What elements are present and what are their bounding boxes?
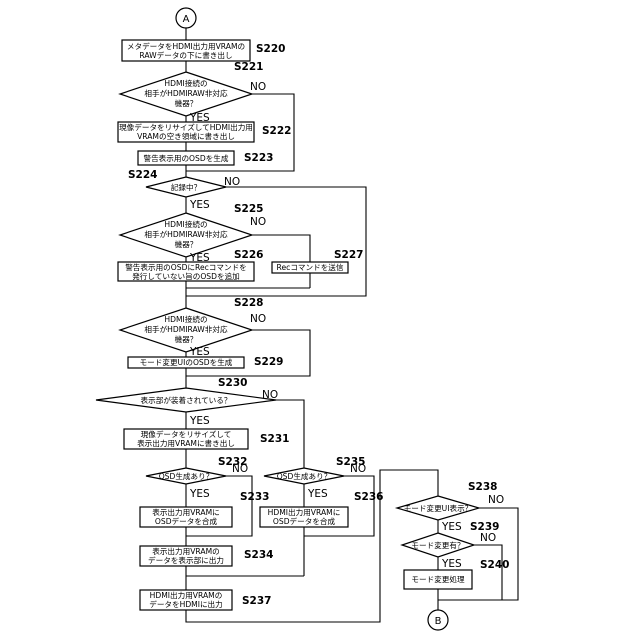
no-label: NO xyxy=(350,463,366,475)
no-label: NO xyxy=(250,313,266,325)
svg-text:表示部が装着されている？: 表示部が装着されている？ xyxy=(141,395,232,405)
yes-label: YES xyxy=(441,521,462,533)
step-s236: HDMI出力用VRAMに OSDデータを合成 xyxy=(260,507,348,527)
no-label: NO xyxy=(488,494,504,506)
label-s221: S221 xyxy=(234,61,263,73)
svg-text:相手がHDMIRAW非対応: 相手がHDMIRAW非対応 xyxy=(144,324,228,334)
step-s240: モード変更処理 xyxy=(404,570,472,589)
step-s229: モード変更UIのOSDを生成 xyxy=(128,357,244,368)
no-label: NO xyxy=(480,532,496,544)
svg-text:モード変更UI表示？: モード変更UI表示？ xyxy=(404,503,473,513)
label-s229: S229 xyxy=(254,356,283,368)
label-s226: S226 xyxy=(234,249,263,261)
decision-s224: 記録中？ xyxy=(146,177,226,197)
label-s228: S228 xyxy=(234,297,263,309)
decision-s225: HDMI接続の 相手がHDMIRAW非対応 機器？ xyxy=(120,213,252,257)
label-s237: S237 xyxy=(242,595,271,607)
svg-text:メタデータをHDMI出力用VRAMの: メタデータをHDMI出力用VRAMの xyxy=(127,41,245,51)
yes-label: YES xyxy=(189,488,210,500)
svg-text:OSD生成あり？: OSD生成あり？ xyxy=(277,471,332,481)
svg-text:現像データをリサイズしてHDMI出力用: 現像データをリサイズしてHDMI出力用 xyxy=(119,122,253,132)
svg-text:モード変更有？: モード変更有？ xyxy=(411,540,464,550)
yes-label: YES xyxy=(189,415,210,427)
svg-text:データをHDMIに出力: データをHDMIに出力 xyxy=(149,599,223,609)
svg-text:表示出力用VRAMに書き出し: 表示出力用VRAMに書き出し xyxy=(137,438,235,448)
svg-text:警告表示用のOSDにRecコマンドを: 警告表示用のOSDにRecコマンドを xyxy=(125,262,247,272)
step-s222: 現像データをリサイズしてHDMI出力用 VRAMの空き領域に書き出し xyxy=(118,122,254,142)
step-s234: 表示出力用VRAMの データを表示部に出力 xyxy=(140,546,232,566)
yes-label: YES xyxy=(189,346,210,358)
step-s227: Recコマンドを送信 xyxy=(272,262,348,273)
label-s225: S225 xyxy=(234,203,263,215)
label-s233: S233 xyxy=(240,491,269,503)
svg-text:モード変更処理: モード変更処理 xyxy=(411,574,465,584)
no-label: NO xyxy=(250,216,266,228)
svg-text:相手がHDMIRAW非対応: 相手がHDMIRAW非対応 xyxy=(144,88,228,98)
svg-text:現像データをリサイズして: 現像データをリサイズして xyxy=(141,429,232,439)
decision-s221: HDMI接続の 相手がHDMIRAW非対応 機器？ xyxy=(120,72,252,116)
decision-s239: モード変更有？ xyxy=(402,533,474,557)
label-s220: S220 xyxy=(256,43,285,55)
no-label: NO xyxy=(262,389,278,401)
label-s224: S224 xyxy=(128,169,157,181)
no-label: NO xyxy=(250,81,266,93)
svg-text:VRAMの空き領域に書き出し: VRAMの空き領域に書き出し xyxy=(137,131,235,141)
svg-text:HDMI出力用VRAMに: HDMI出力用VRAMに xyxy=(268,507,341,517)
svg-text:HDMI接続の: HDMI接続の xyxy=(164,78,207,88)
svg-text:HDMI接続の: HDMI接続の xyxy=(164,314,207,324)
svg-text:機器？: 機器？ xyxy=(175,98,198,108)
yes-label: YES xyxy=(307,488,328,500)
svg-text:記録中？: 記録中？ xyxy=(171,182,201,192)
end-connector: B xyxy=(428,610,448,630)
label-s231: S231 xyxy=(260,433,289,445)
svg-text:RAWデータの下に書き出し: RAWデータの下に書き出し xyxy=(139,50,232,60)
svg-text:機器？: 機器？ xyxy=(175,334,198,344)
step-s220: メタデータをHDMI出力用VRAMの RAWデータの下に書き出し xyxy=(122,40,250,61)
decision-s232: OSD生成あり？ xyxy=(146,468,226,484)
decision-s230: 表示部が装着されている？ xyxy=(96,388,276,412)
svg-text:HDMI出力用VRAMの: HDMI出力用VRAMの xyxy=(150,590,223,600)
no-label: NO xyxy=(232,463,248,475)
step-s237: HDMI出力用VRAMの データをHDMIに出力 xyxy=(140,590,232,610)
svg-text:Recコマンドを送信: Recコマンドを送信 xyxy=(277,262,344,272)
step-s223: 警告表示用のOSDを生成 xyxy=(138,151,234,165)
svg-text:発行していない旨のOSDを追加: 発行していない旨のOSDを追加 xyxy=(132,271,240,281)
label-s222: S222 xyxy=(262,125,291,137)
label-s234: S234 xyxy=(244,549,273,561)
svg-text:相手がHDMIRAW非対応: 相手がHDMIRAW非対応 xyxy=(144,229,228,239)
step-s233: 表示出力用VRAMに OSDデータを合成 xyxy=(140,507,232,527)
svg-text:表示出力用VRAMに: 表示出力用VRAMに xyxy=(152,507,219,517)
step-s226: 警告表示用のOSDにRecコマンドを 発行していない旨のOSDを追加 xyxy=(118,262,254,281)
decision-s235: OSD生成あり？ xyxy=(264,468,344,484)
svg-text:OSD生成あり？: OSD生成あり？ xyxy=(159,471,214,481)
decision-s228: HDMI接続の 相手がHDMIRAW非対応 機器？ xyxy=(120,308,252,352)
svg-text:モード変更UIのOSDを生成: モード変更UIのOSDを生成 xyxy=(140,357,233,367)
svg-text:OSDデータを合成: OSDデータを合成 xyxy=(273,516,336,526)
label-s227: S227 xyxy=(334,249,363,261)
svg-text:HDMI接続の: HDMI接続の xyxy=(164,219,207,229)
no-label: NO xyxy=(224,176,240,188)
label-s238: S238 xyxy=(468,481,497,493)
end-connector-label: B xyxy=(435,616,442,627)
yes-label: YES xyxy=(189,252,210,264)
start-connector: A xyxy=(176,8,196,28)
label-s230: S230 xyxy=(218,377,247,389)
svg-text:機器？: 機器？ xyxy=(175,239,198,249)
svg-text:データを表示部に出力: データを表示部に出力 xyxy=(148,555,224,565)
label-s223: S223 xyxy=(244,152,273,164)
yes-label: YES xyxy=(189,112,210,124)
svg-text:OSDデータを合成: OSDデータを合成 xyxy=(155,516,218,526)
yes-label: YES xyxy=(441,558,462,570)
step-s231: 現像データをリサイズして 表示出力用VRAMに書き出し xyxy=(124,429,248,449)
label-s240: S240 xyxy=(480,559,509,571)
label-s236: S236 xyxy=(354,491,383,503)
svg-text:表示出力用VRAMの: 表示出力用VRAMの xyxy=(152,546,219,556)
start-connector-label: A xyxy=(183,14,190,25)
yes-label: YES xyxy=(189,199,210,211)
decision-s238: モード変更UI表示？ xyxy=(397,496,479,520)
svg-text:警告表示用のOSDを生成: 警告表示用のOSDを生成 xyxy=(144,153,229,163)
